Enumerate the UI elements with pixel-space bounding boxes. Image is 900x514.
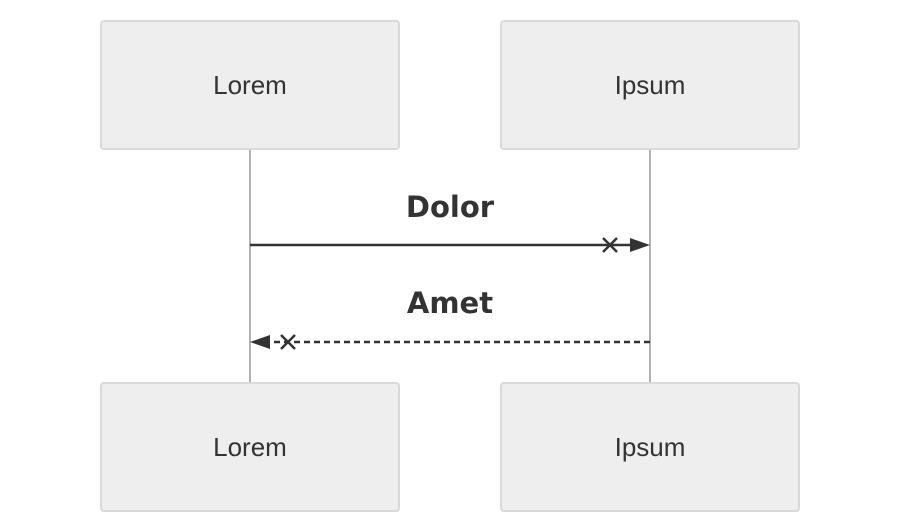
message-amet-cross-icon — [280, 334, 296, 350]
actor-box-top-ipsum: Ipsum — [500, 20, 800, 150]
message-label-amet: Amet — [406, 286, 494, 320]
message-dolor-cross-icon — [602, 237, 618, 253]
actor-box-top-lorem: Lorem — [100, 20, 400, 150]
actor-box-bottom-lorem: Lorem — [100, 382, 400, 512]
message-dolor-arrowhead — [630, 238, 650, 252]
message-label-dolor: Dolor — [405, 190, 495, 224]
message-amet-arrowhead — [250, 335, 270, 349]
actor-box-bottom-ipsum: Ipsum — [500, 382, 800, 512]
